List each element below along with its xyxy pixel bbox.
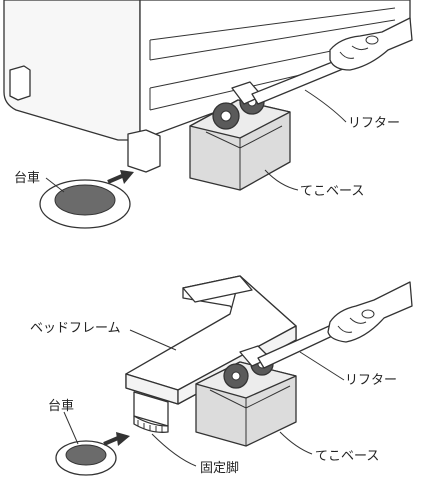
- leader-lever-base-bottom: [279, 431, 313, 455]
- arrow-top: [107, 170, 134, 184]
- label-lifter-bottom: リフター: [345, 373, 397, 388]
- dolly-top: [39, 179, 131, 229]
- hand-top: [329, 17, 413, 71]
- leader-dolly-top: [45, 177, 65, 193]
- arrow-bottom: [103, 432, 130, 446]
- leader-bed-frame: [129, 329, 177, 351]
- drawer-cabinet: [3, 0, 411, 173]
- hand-bottom: [327, 281, 413, 343]
- leader-dolly-bottom: [63, 411, 79, 445]
- label-fixed-leg: 固定脚: [200, 460, 239, 476]
- label-bed-frame: ベッドフレーム: [30, 321, 121, 336]
- leader-fixed-leg: [151, 433, 197, 467]
- leader-lever-base-top: [264, 169, 299, 191]
- dolly-bottom: [55, 440, 117, 476]
- leader-lifter-top: [304, 89, 347, 123]
- top-panel: 台車 リフター てこベース: [3, 0, 413, 229]
- leader-lifter-bottom: [299, 351, 345, 381]
- bottom-panel: ベッドフレーム リフター 台車 てこベース 固定脚: [30, 275, 413, 476]
- label-dolly-bottom: 台車: [48, 399, 74, 414]
- label-lever-base-bottom: てこベース: [315, 449, 379, 464]
- label-lifter-top: リフター: [348, 116, 400, 131]
- fixed-leg: [133, 391, 169, 433]
- label-lever-base-top: てこベース: [300, 184, 364, 199]
- label-dolly-top: 台車: [14, 171, 40, 186]
